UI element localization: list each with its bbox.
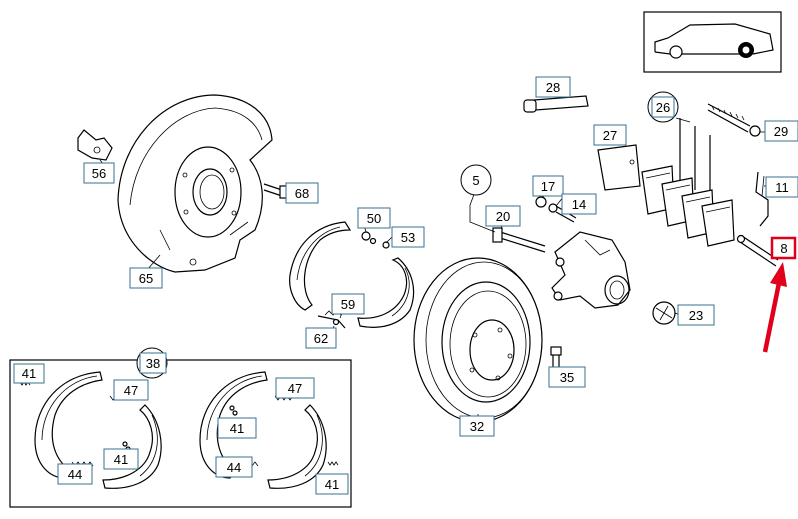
brake-caliper <box>551 231 631 309</box>
label-47-b: 47 <box>288 381 302 396</box>
label-68: 68 <box>295 186 309 201</box>
retaining-clip <box>77 129 113 161</box>
label-41-b: 41 <box>114 452 128 467</box>
hex-bolt-68 <box>263 183 289 199</box>
circled-labels: 5 26 38 <box>136 91 679 379</box>
label-23: 23 <box>689 308 703 323</box>
grease-tube <box>523 95 589 113</box>
label-27: 27 <box>603 128 617 143</box>
label-44-a: 44 <box>68 467 82 482</box>
label-20: 20 <box>496 209 510 224</box>
label-41-d: 41 <box>325 477 339 492</box>
label-35: 35 <box>560 370 574 385</box>
pad-spring <box>755 171 769 227</box>
label-50: 50 <box>367 211 381 226</box>
callout-labels: 56 65 68 50 53 59 62 28 27 29 11 17 14 2… <box>13 76 798 495</box>
backing-plate <box>117 94 273 273</box>
label-53: 53 <box>401 230 415 245</box>
leader-lines <box>99 117 773 420</box>
parking-brake-shoes <box>289 221 415 329</box>
red-arrow-icon <box>762 262 787 353</box>
brake-pads <box>641 118 735 247</box>
vehicle-inset <box>643 11 782 73</box>
caliper-bolt <box>492 227 546 253</box>
label-5: 5 <box>472 173 479 188</box>
wear-sensor <box>707 103 761 137</box>
label-28: 28 <box>546 80 560 95</box>
label-41-c: 41 <box>230 421 244 436</box>
label-65: 65 <box>139 271 153 286</box>
car-side-icon <box>654 23 774 55</box>
label-38: 38 <box>146 356 160 371</box>
label-29: 29 <box>774 124 788 139</box>
label-11: 11 <box>775 180 789 195</box>
wrench-tool <box>652 301 676 325</box>
label-62: 62 <box>314 331 328 346</box>
label-44-b: 44 <box>227 460 241 475</box>
label-32: 32 <box>470 419 484 434</box>
highlight-box-8 <box>770 236 797 260</box>
circle-5 <box>460 164 492 196</box>
wheel-bolt <box>550 346 562 368</box>
label-47-a: 47 <box>124 383 138 398</box>
label-17: 17 <box>541 179 555 194</box>
label-56: 56 <box>92 166 106 181</box>
brake-disc <box>413 257 543 423</box>
label-14: 14 <box>572 197 586 212</box>
label-59: 59 <box>341 297 355 312</box>
label-26: 26 <box>656 100 670 115</box>
label-8: 8 <box>780 241 787 256</box>
label-41-a: 41 <box>22 366 36 381</box>
anti-noise-shim <box>597 144 641 191</box>
